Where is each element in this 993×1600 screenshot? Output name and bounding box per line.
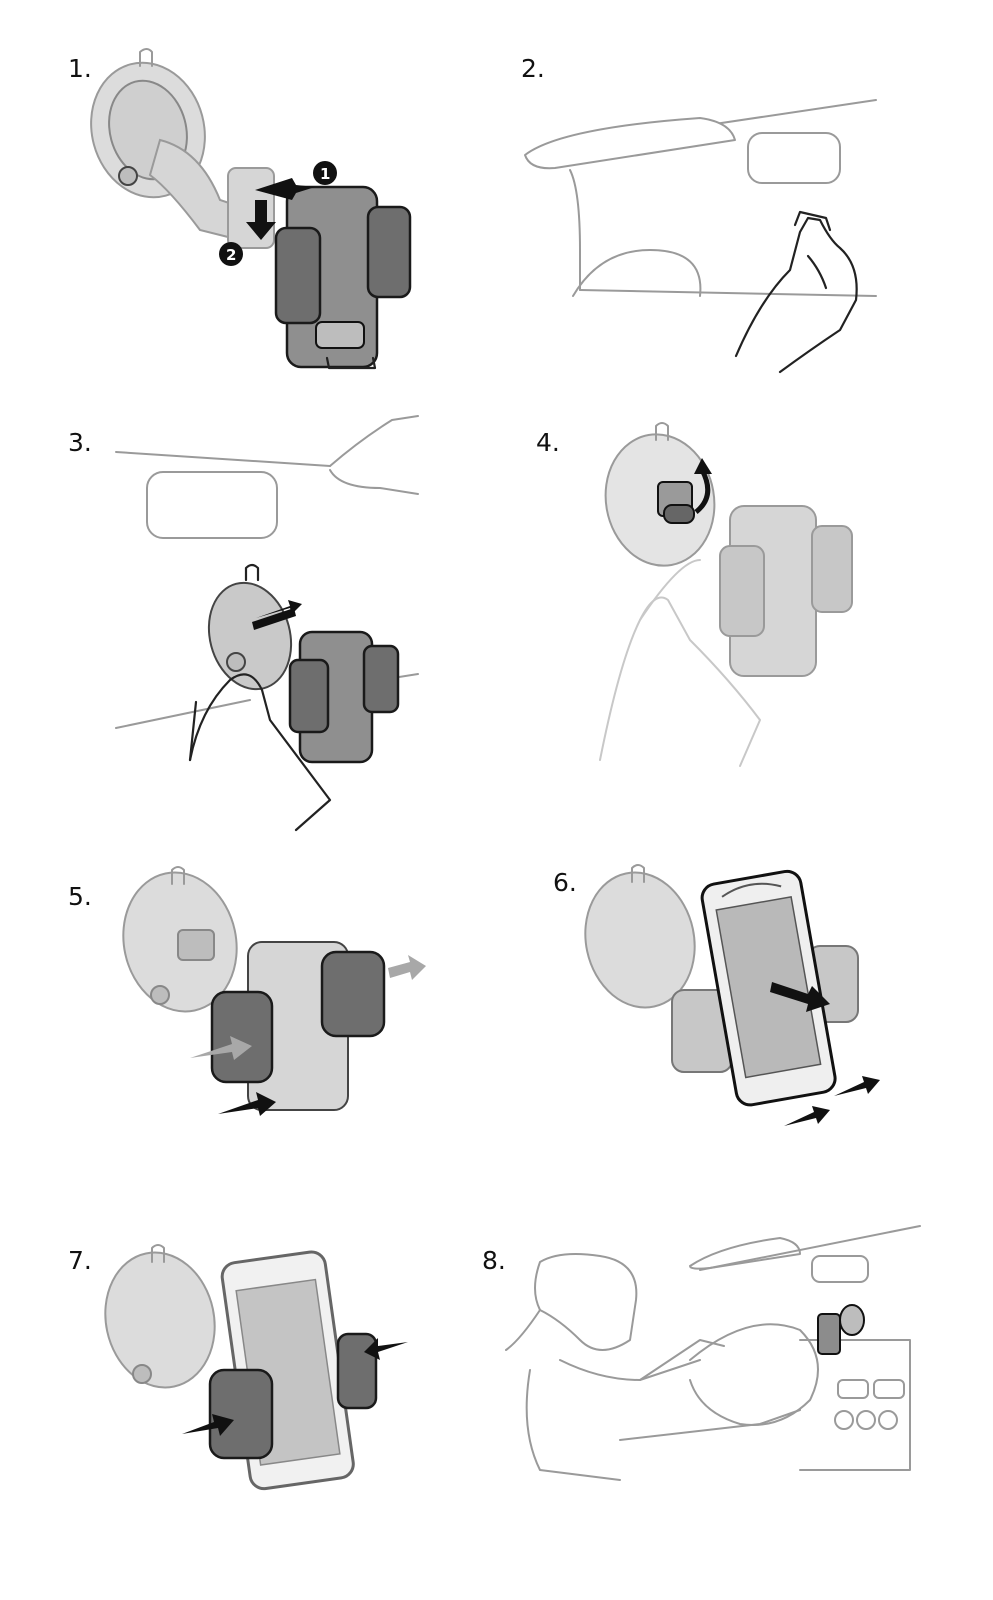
mounted-phone-icon xyxy=(818,1314,840,1354)
